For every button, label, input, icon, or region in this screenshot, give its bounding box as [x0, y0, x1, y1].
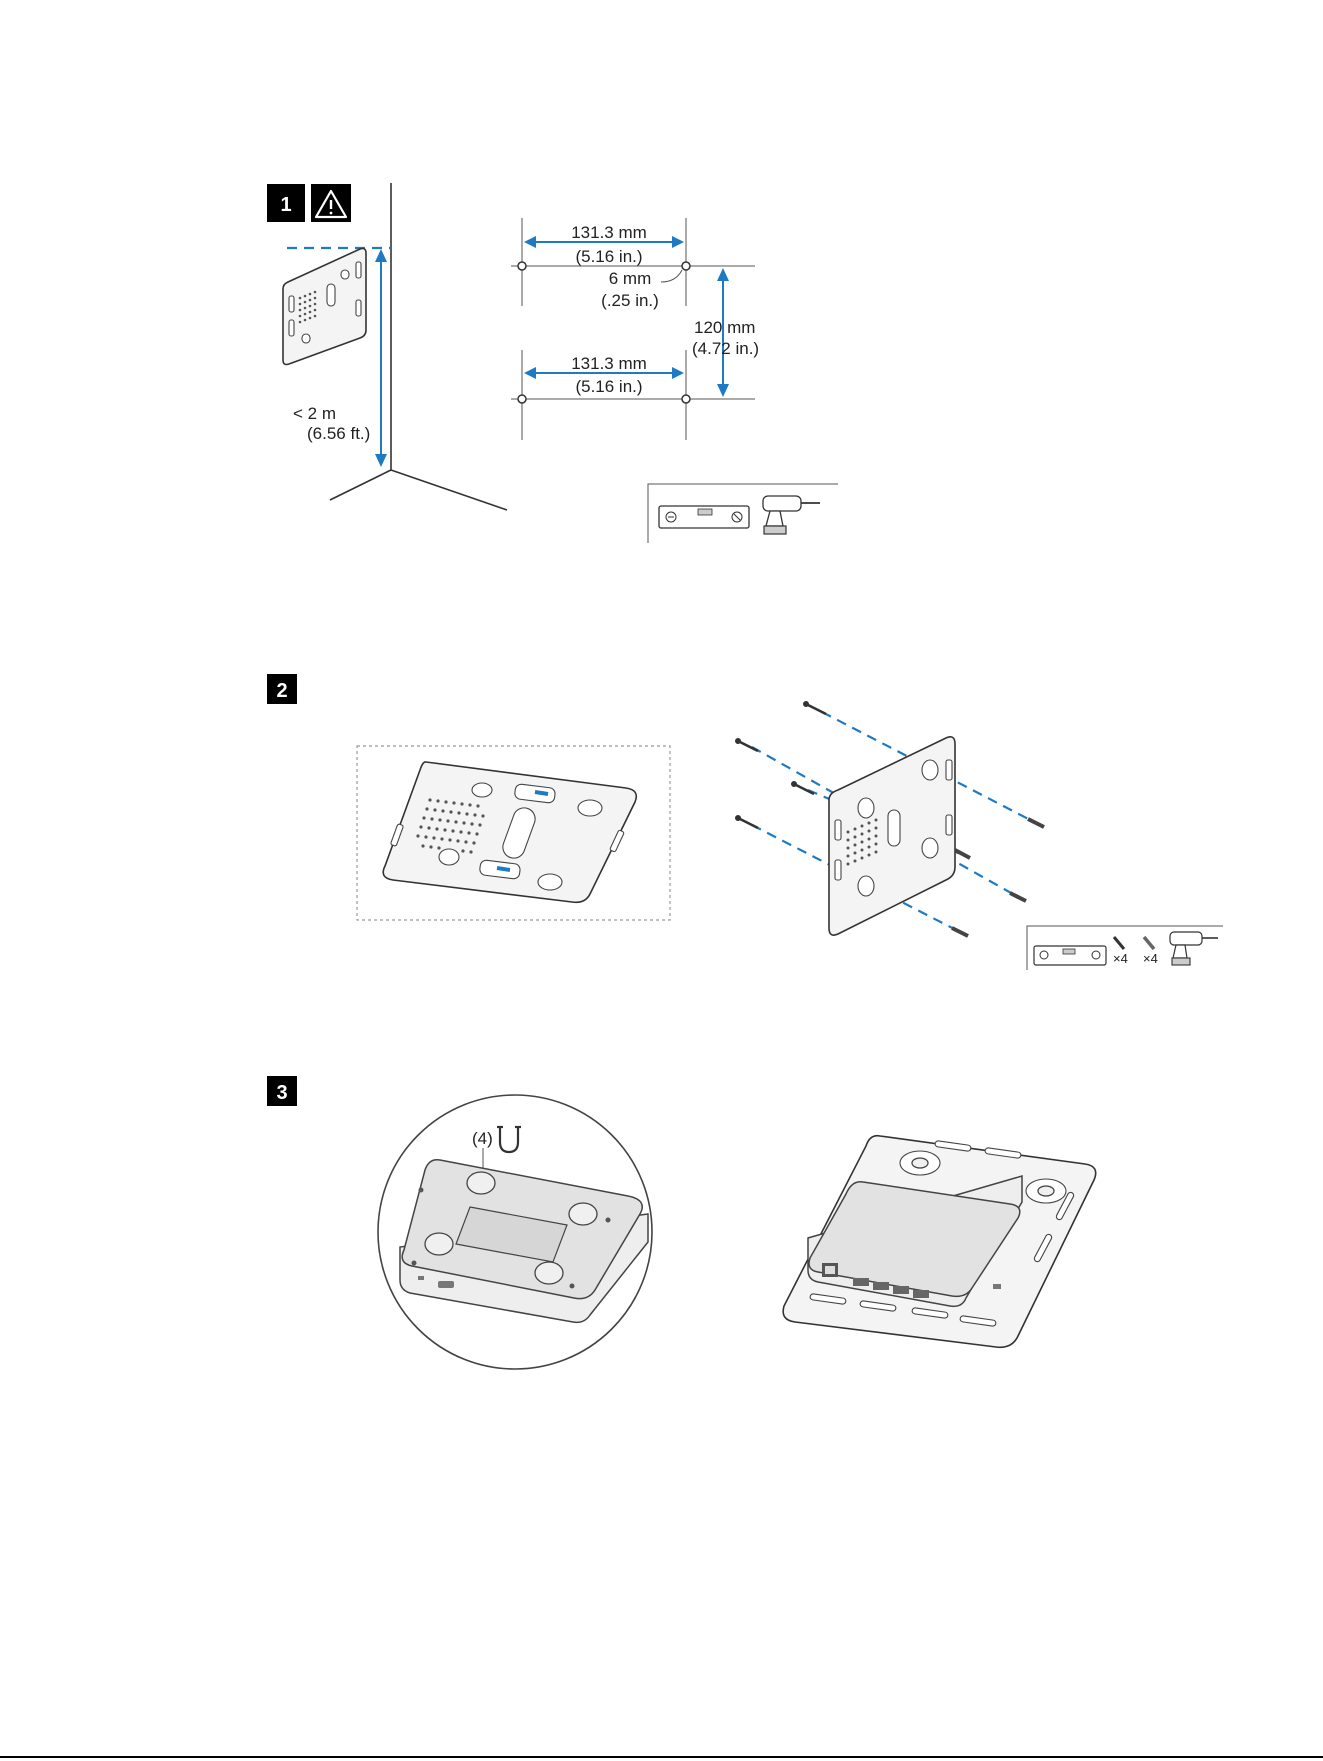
step-3-badge: 3 [267, 1076, 297, 1106]
wall-anchor-icon [955, 850, 970, 858]
wall-corner [330, 183, 507, 510]
wall-anchor-icon [1028, 819, 1044, 827]
screw-icon [735, 738, 758, 751]
anchor-count: ×4 [1143, 951, 1158, 966]
hole-size-label-imperial: (.25 in.) [601, 291, 659, 310]
step-2: 2 [267, 674, 1223, 970]
bottom-width-label: 131.3 mm [571, 354, 647, 373]
plate-mounting-exploded [735, 701, 1044, 936]
tools-box-step-2: ×4 ×4 [1027, 926, 1223, 970]
plate-detail-box [357, 746, 670, 920]
top-width-label-imperial: (5.16 in.) [575, 247, 642, 266]
screw-icon [803, 701, 826, 714]
bottom-width-label-imperial: (5.16 in.) [575, 377, 642, 396]
screw-icon [791, 781, 814, 794]
magnet-count: (4) [472, 1129, 493, 1148]
step-2-badge: 2 [267, 674, 297, 704]
step-3: 3 (4) [267, 1076, 1096, 1369]
device-on-plate [783, 1136, 1096, 1348]
wall-anchor-icon [1144, 937, 1154, 949]
spacing-label-imperial: (4.72 in.) [692, 339, 759, 358]
hole-size-label: 6 mm [609, 269, 652, 288]
height-label-imperial: (6.56 ft.) [307, 424, 370, 443]
wall-anchor-icon [952, 928, 968, 936]
warning-icon [311, 184, 351, 222]
level-tool-icon [1034, 946, 1106, 965]
svg-text:3: 3 [276, 1082, 287, 1104]
drill-icon [1170, 932, 1218, 965]
drill-icon [763, 496, 820, 534]
top-width-label: 131.3 mm [571, 223, 647, 242]
spacing-label: 120 mm [694, 318, 755, 337]
screw-icon [1114, 937, 1124, 949]
height-label: < 2 m [293, 404, 336, 423]
screw-icon [735, 815, 758, 828]
wall-anchor-icon [1010, 893, 1026, 901]
level-tool-icon [659, 506, 749, 528]
screw-count: ×4 [1113, 951, 1128, 966]
svg-text:2: 2 [276, 680, 287, 702]
wall-plate [283, 249, 366, 365]
magnet-detail-circle: (4) [378, 1095, 652, 1369]
step-1-badge: 1 [267, 184, 305, 222]
svg-text:1: 1 [280, 194, 291, 216]
tools-box-step-1 [648, 484, 838, 543]
hole-template: 131.3 mm (5.16 in.) 6 mm (.25 in.) 120 m… [511, 218, 759, 440]
step-1: 1 < 2 m (6.56 ft.) [267, 183, 838, 543]
